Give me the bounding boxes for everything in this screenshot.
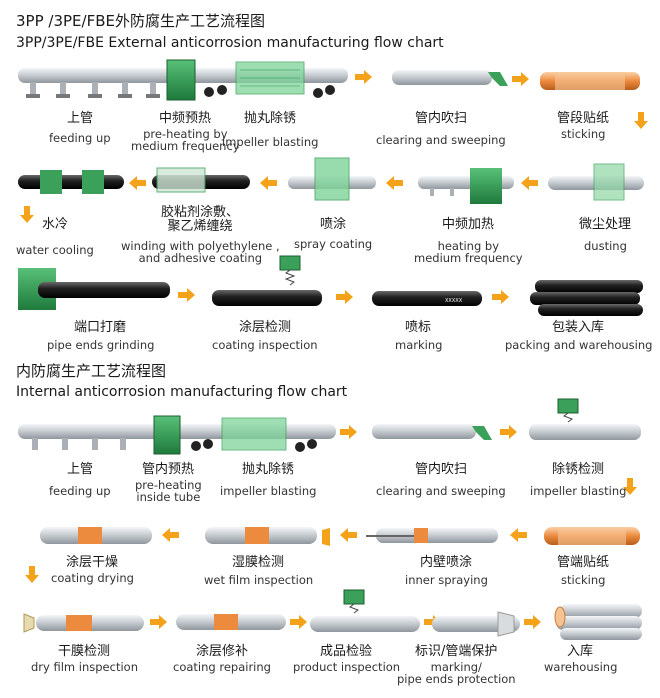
- step-label-zh: 管内吹扫: [415, 111, 468, 126]
- step-label-zh: 管内预热: [142, 462, 195, 477]
- svg-text:XXXXX: XXXXX: [445, 298, 463, 304]
- step-label-zh: 涂层干燥: [66, 555, 119, 570]
- step-label-en: impeller blasting: [530, 484, 627, 498]
- ext-row3-art: XXXXX: [18, 255, 643, 316]
- step-label-zh: 涂层修补: [196, 644, 249, 659]
- external-title-en: 3PP/3PE/FBE External anticorrosion manuf…: [16, 35, 444, 51]
- step-label-en: impeller blasting: [220, 484, 317, 498]
- step-label-en: pre-heating inside tube: [135, 478, 202, 504]
- ext-row1-art: [18, 59, 648, 129]
- step-label-en: warehousing: [544, 660, 618, 674]
- step-label-en: dusting: [584, 239, 627, 253]
- ext-row2-art: [18, 157, 644, 223]
- step-label-en: feeding up: [49, 131, 111, 145]
- step-label-zh: 湿膜检测: [232, 555, 285, 570]
- step-label-zh: 干膜检测: [58, 644, 111, 659]
- step-label-en: impeller blasting: [222, 135, 319, 149]
- step-label-zh: 端口打磨: [74, 320, 127, 335]
- step-label-en: coating inspection: [212, 338, 318, 352]
- step-label-en: inner spraying: [405, 573, 488, 587]
- step-label-zh: 内壁喷涂: [420, 555, 473, 570]
- int-row1-art: [18, 398, 641, 495]
- step-label-en: wet film inspection: [204, 573, 314, 587]
- step-label-zh: 包装入库: [552, 320, 605, 335]
- step-label-en: packing and warehousing: [505, 338, 653, 352]
- step-label-en: heating by medium frequency: [414, 239, 523, 265]
- step-label-zh: 入库: [567, 644, 594, 659]
- internal-title-zh: 内防腐生产工艺流程图: [16, 362, 167, 380]
- step-label-zh: 抛丸除锈: [242, 462, 295, 477]
- step-label-zh: 涂层检测: [239, 320, 292, 335]
- pipe-stack-icon: [554, 604, 642, 640]
- step-label-zh: 抛丸除锈: [244, 111, 297, 126]
- step-label-en: sticking: [561, 127, 606, 141]
- pipe-bundle-icon: [530, 280, 643, 316]
- step-label-en: pre-heating by medium frequency: [131, 127, 240, 153]
- step-label-en: winding with polyethylene , and adhesive…: [121, 239, 280, 265]
- step-label-zh: 上管: [67, 111, 94, 126]
- step-label-en: water cooling: [16, 243, 94, 257]
- step-label-zh: 胶粘剂涂敷、 聚乙烯缠绕: [161, 205, 240, 234]
- step-label-zh: 微尘处理: [579, 217, 632, 232]
- step-label-zh: 喷涂: [320, 217, 347, 232]
- step-label-en: feeding up: [49, 484, 111, 498]
- step-label-zh: 管段贴纸: [557, 111, 610, 126]
- step-label-zh: 成品检验: [320, 644, 373, 659]
- step-label-zh: 标识/管端保护: [415, 644, 498, 659]
- int-row2-art: [25, 527, 640, 583]
- step-label-en: spray coating: [294, 237, 373, 251]
- step-label-en: marking/ pipe ends protection: [397, 660, 516, 686]
- int-row3-art: [23, 589, 642, 640]
- step-label-en: sticking: [561, 573, 606, 587]
- step-label-en: coating repairing: [173, 660, 271, 674]
- step-label-zh: 管内吹扫: [415, 462, 468, 477]
- external-title-zh: 3PP /3PE/FBE外防腐生产工艺流程图: [16, 12, 265, 30]
- step-label-en: clearing and sweeping: [376, 484, 506, 498]
- step-label-en: product inspection: [293, 660, 401, 674]
- step-label-zh: 中频加热: [442, 217, 495, 232]
- internal-title-en: Internal anticorrosion manufacturing flo…: [16, 384, 348, 400]
- step-label-en: pipe ends grinding: [47, 338, 155, 352]
- step-label-zh: 上管: [67, 462, 94, 477]
- step-label-en: clearing and sweeping: [376, 133, 506, 147]
- step-label-en: coating drying: [51, 571, 134, 585]
- step-label-zh: 中频预热: [159, 111, 212, 126]
- step-label-zh: 水冷: [42, 217, 69, 232]
- step-label-zh: 喷标: [405, 320, 432, 335]
- step-label-en: marking: [395, 338, 443, 352]
- step-label-zh: 管端贴纸: [557, 555, 610, 570]
- step-label-en: dry film inspection: [31, 660, 138, 674]
- step-label-zh: 除锈检测: [552, 462, 605, 477]
